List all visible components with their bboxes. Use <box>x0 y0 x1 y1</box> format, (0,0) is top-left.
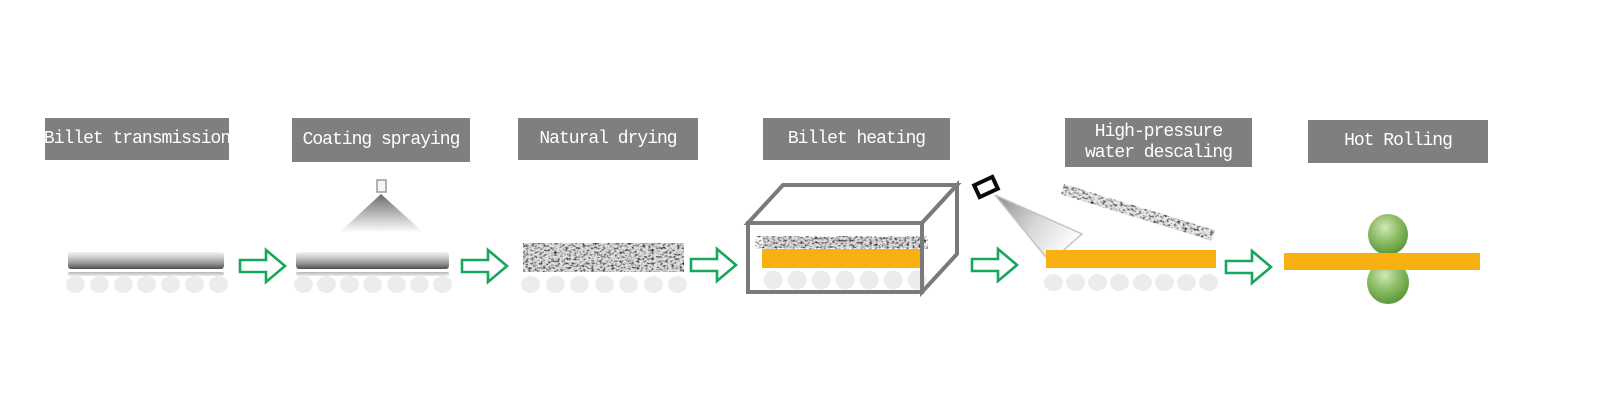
hot-billet-bar <box>1046 250 1216 268</box>
roller <box>545 275 565 293</box>
roller <box>137 275 157 293</box>
roller <box>66 275 85 293</box>
roller <box>409 275 429 293</box>
stage-label-coating-spraying: Coating spraying <box>292 118 470 162</box>
mill-roll-top <box>1368 214 1408 255</box>
roller <box>432 275 452 293</box>
roller <box>1088 273 1108 291</box>
hot-strip-bar <box>1284 253 1480 270</box>
spray-nozzle-cone-icon <box>340 179 423 232</box>
label-line-1: High-pressure <box>1094 121 1223 142</box>
roller <box>594 275 614 293</box>
coated-billet-bar <box>523 243 684 272</box>
roller <box>363 275 383 293</box>
stage-label-billet-transmission: Billet transmission <box>44 118 231 160</box>
roller <box>340 275 360 293</box>
flow-arrow-icon <box>970 246 1020 284</box>
flow-arrow-icon <box>1224 248 1274 286</box>
roller-table <box>294 275 452 293</box>
roller <box>1132 273 1152 291</box>
flow-arrow-icon <box>689 246 739 284</box>
roller-table <box>521 275 687 293</box>
roller <box>1154 273 1174 291</box>
roller <box>1110 273 1130 291</box>
roller <box>570 275 589 293</box>
stage-label-billet-heating: Billet heating <box>763 118 950 160</box>
flow-arrow-icon <box>460 247 510 285</box>
removed-scale-strip <box>1060 184 1216 241</box>
roller <box>317 275 337 293</box>
roller <box>521 275 540 293</box>
roller <box>185 275 205 293</box>
furnace-icon <box>743 180 962 298</box>
roller-table <box>66 275 228 293</box>
roller <box>643 275 663 293</box>
stage-label-hot-rolling: Hot Rolling <box>1308 120 1488 163</box>
roller <box>294 275 313 293</box>
label-line-2: water descaling <box>1084 142 1233 163</box>
billet-bar-shadow <box>68 272 224 276</box>
roller <box>386 275 406 293</box>
stage-label-high-pressure-water-descaling: High-pressure water descaling <box>1065 118 1252 167</box>
roller <box>113 275 133 293</box>
roller <box>1066 273 1086 291</box>
flow-arrow-icon <box>238 247 288 285</box>
roller <box>208 275 228 293</box>
roller <box>161 275 181 293</box>
roller <box>668 275 687 293</box>
water-jet-nozzle-icon <box>971 174 1084 264</box>
roller <box>1198 273 1218 291</box>
roller <box>619 275 638 293</box>
stage-label-natural-drying: Natural drying <box>518 118 698 160</box>
billet-bar-shadow <box>296 272 449 276</box>
roller-table <box>1044 273 1218 291</box>
roller <box>1044 273 1063 291</box>
billet-bar <box>296 252 449 269</box>
billet-bar <box>68 252 224 269</box>
roller <box>1176 273 1196 291</box>
roller <box>89 275 109 293</box>
